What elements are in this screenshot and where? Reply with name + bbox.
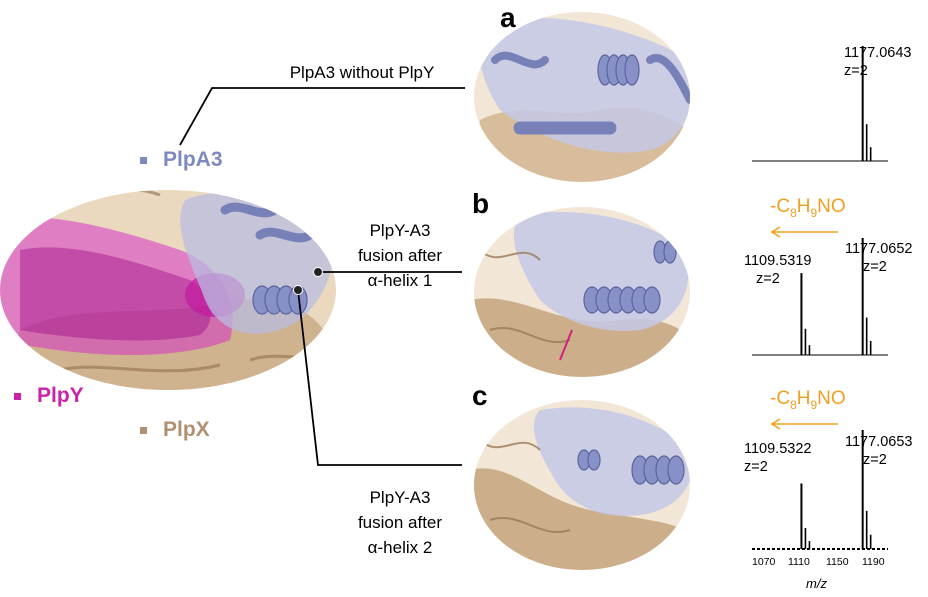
x-tick-1110: 1110 <box>788 556 810 568</box>
neutral-loss-label-c: -C8H9NO <box>770 388 846 412</box>
neutral-loss-label-b: -C8H9NO <box>770 196 846 220</box>
callout-b: PlpY-A3 fusion after α-helix 1 <box>320 218 480 293</box>
loss-b-suffix: NO <box>817 196 846 217</box>
panel-letter-c: c <box>472 380 488 411</box>
loss-arrowhead-c <box>770 418 781 430</box>
x-tick-1070: 1070 <box>752 556 776 568</box>
loss-c-s2: 9 <box>810 397 818 412</box>
callout-line-a <box>179 87 465 146</box>
legend-plpa3: PlpA3 <box>140 148 223 172</box>
complex-structure-left <box>0 190 336 390</box>
structure-panel-a <box>474 12 690 182</box>
callout-b-line-1: PlpY-A3 <box>369 221 431 240</box>
loss-arrowhead-b <box>770 226 781 238</box>
peak-label-b-1177: 1177.0652 z=2 <box>845 240 912 276</box>
legend-label-plpa3: PlpA3 <box>163 148 223 171</box>
callout-a-line-1: PlpA3 without PlpY <box>289 63 435 82</box>
loss-b-h: H <box>796 196 811 217</box>
callout-dot-c <box>293 285 303 295</box>
peak-charge-c-1109: z=2 <box>744 459 768 475</box>
peak-charge-a-1177: z=2 <box>844 63 868 79</box>
loss-c-suffix: NO <box>817 388 846 409</box>
legend-swatch-plpx <box>140 426 147 434</box>
peak-charge-b-1109: z=2 <box>756 271 780 287</box>
structure-panel-c <box>474 400 690 570</box>
callout-line-c <box>297 289 462 466</box>
x-tick-1150: 1150 <box>826 556 849 568</box>
loss-b-s2: 9 <box>810 205 818 220</box>
peak-charge-c-1177: z=2 <box>863 452 887 468</box>
callout-c: PlpY-A3 fusion after α-helix 2 <box>320 485 480 560</box>
callout-b-line-2: fusion after <box>357 246 443 265</box>
structure-panel-b <box>474 207 690 377</box>
loss-c-s1: 8 <box>790 397 797 412</box>
peak-label-a-1177: 1177.0643 z=2 <box>844 44 911 80</box>
spectrum-panel-b <box>752 226 888 356</box>
peak-mz-b-1177: 1177.0652 <box>845 241 913 257</box>
legend-label-plpy: PlpY <box>37 384 84 407</box>
peak-mz-a-1177: 1177.0643 <box>844 45 912 61</box>
peak-label-c-1109: 1109.5322 z=2 <box>744 440 811 476</box>
peak-mz-b-1109: 1109.5319 <box>744 253 812 269</box>
legend-plpx: PlpX <box>140 418 210 442</box>
callout-c-line-2: fusion after <box>357 513 443 532</box>
callout-b-line-3: α-helix 1 <box>367 271 433 290</box>
spectrum-panel-c <box>752 418 888 550</box>
loss-b-prefix: -C <box>770 196 791 217</box>
panel-letter-a: a <box>500 2 516 33</box>
peak-mz-c-1109: 1109.5322 <box>744 441 812 457</box>
peak-charge-b-1177: z=2 <box>863 259 887 275</box>
callout-c-line-1: PlpY-A3 <box>369 488 431 507</box>
callout-a: PlpA3 without PlpY <box>262 60 462 85</box>
panel-letter-b: b <box>472 188 490 219</box>
loss-c-prefix: -C <box>770 388 791 409</box>
loss-b-s1: 8 <box>790 205 797 220</box>
callout-lines <box>179 87 465 466</box>
loss-c-h: H <box>796 388 811 409</box>
peak-label-c-1177: 1177.0653 z=2 <box>845 433 912 469</box>
x-tick-1190: 1190 <box>862 556 885 568</box>
legend-label-plpx: PlpX <box>163 418 210 441</box>
legend-swatch-plpy <box>14 392 21 400</box>
peak-label-b-1109: 1109.5319 z=2 <box>744 252 811 288</box>
peak-mz-c-1177: 1177.0653 <box>845 434 913 450</box>
callout-dot-b <box>313 267 323 277</box>
callout-c-line-3: α-helix 2 <box>367 538 433 557</box>
legend-swatch-plpa3 <box>140 156 147 164</box>
x-axis-title: m/z <box>806 576 827 591</box>
spectrum-panel-a <box>752 46 888 162</box>
legend-plpy: PlpY <box>14 384 84 408</box>
